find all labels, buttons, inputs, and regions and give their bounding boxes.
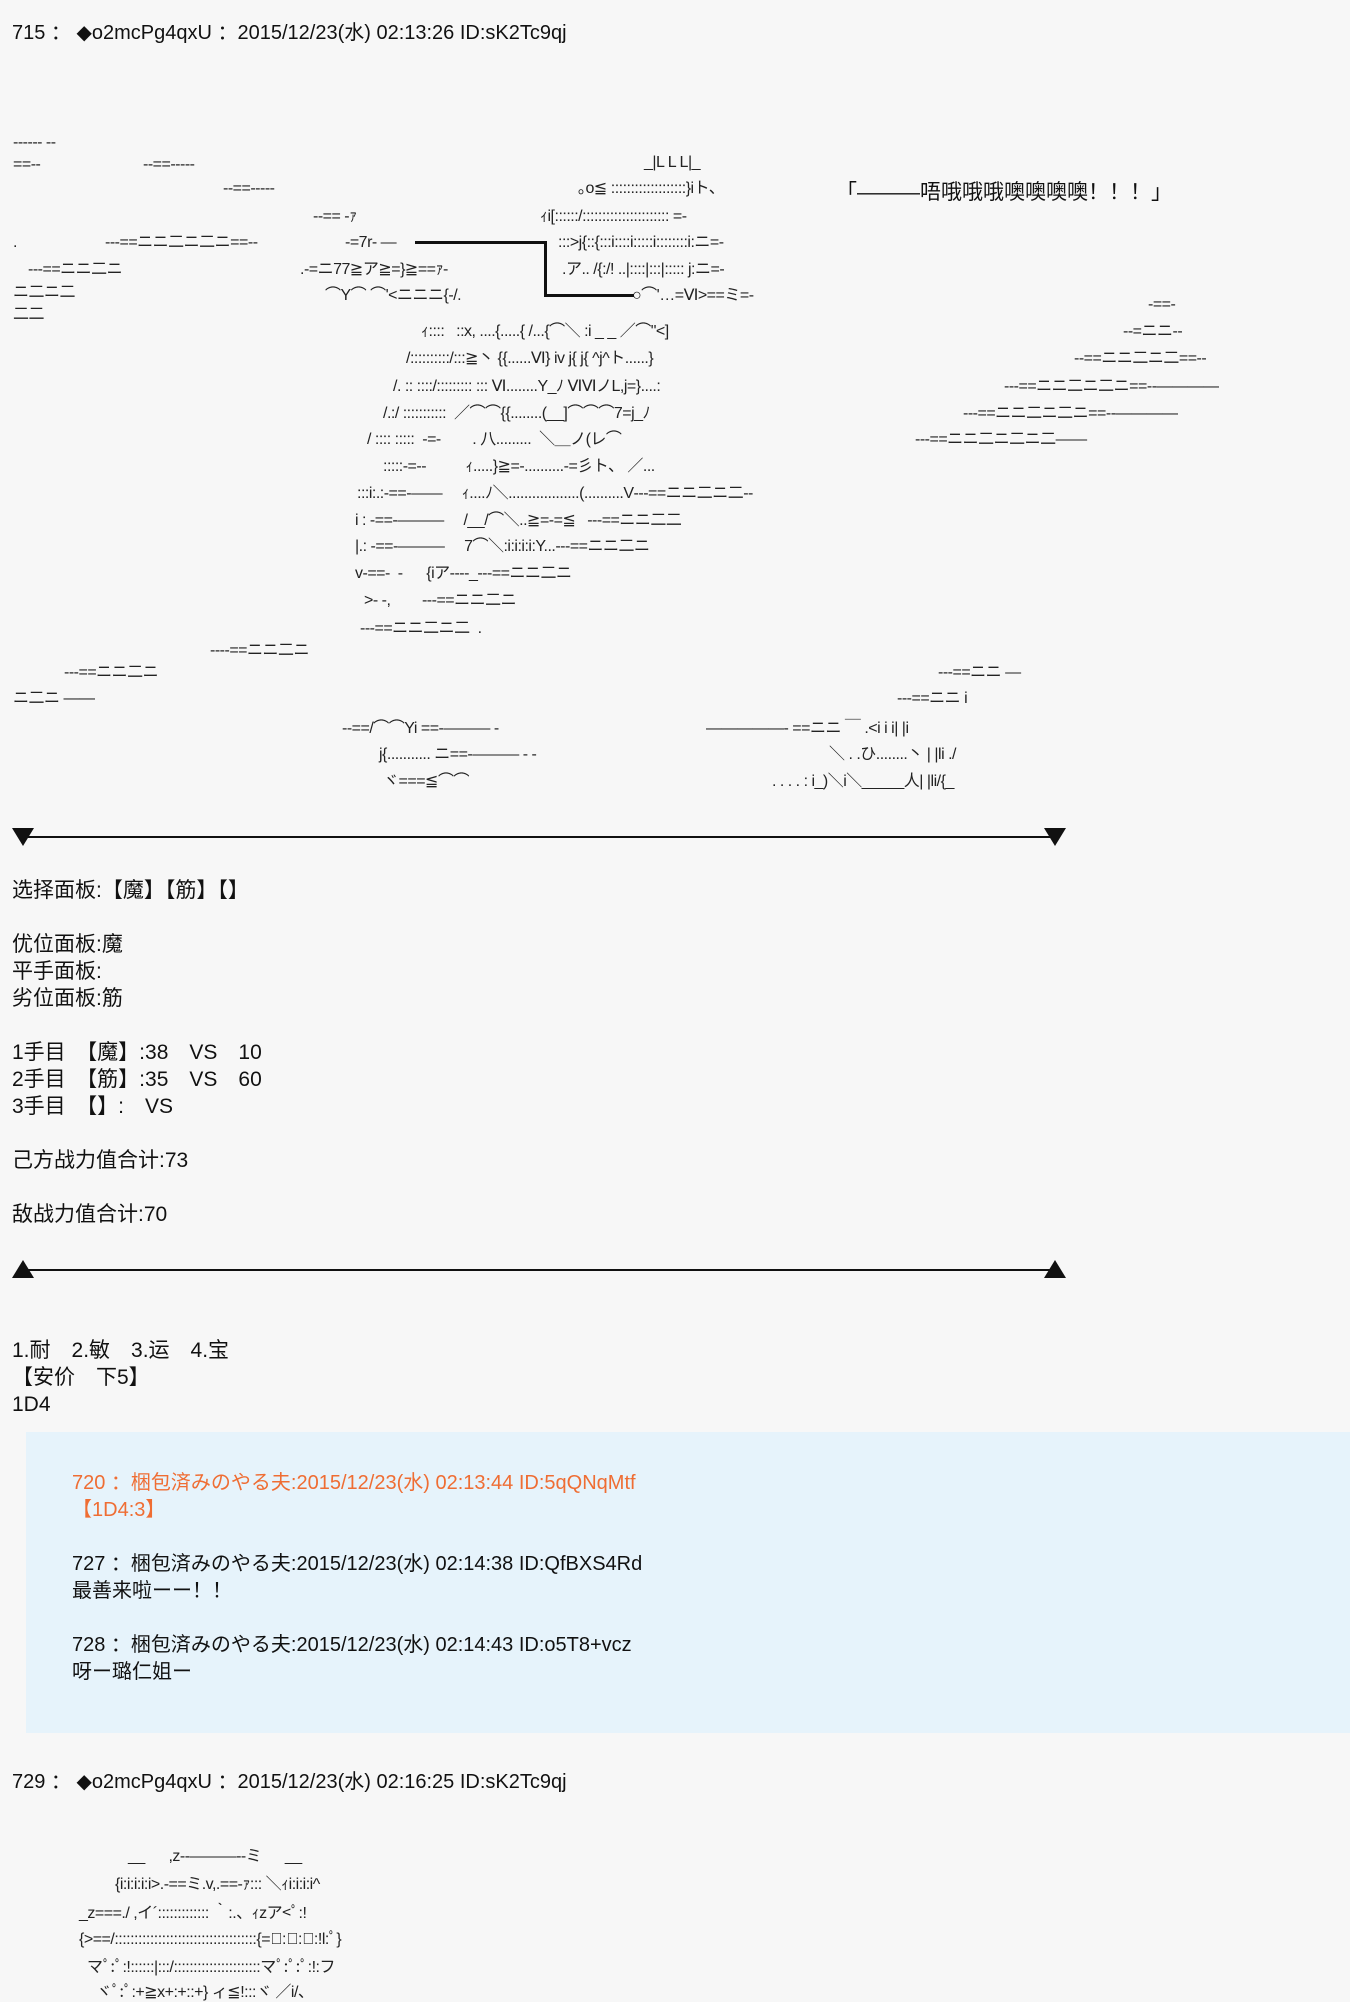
ascii-art-line: マﾟ:ﾟ:!::::::|:::/::::::::::::::::::::::マ… bbox=[87, 1959, 335, 1976]
enemy-total: 敌战力值合计:70 bbox=[12, 1203, 168, 1226]
triangle-up-icon bbox=[12, 1260, 34, 1278]
ascii-art-line: j{........... ニ==‐――― ‐ ‐ bbox=[379, 746, 537, 763]
ascii-art-line: ‐‐‐==ニニ二ニ bbox=[64, 664, 159, 681]
divider bbox=[24, 836, 1056, 838]
ascii-art-line: ‐‐‐==ニニ二ニ二ニ==‐‐ bbox=[105, 234, 258, 251]
art-frame-line bbox=[544, 294, 634, 297]
ascii-art-line: ―――――‐ ==ニニ ￣ .<i i i| |i bbox=[706, 720, 909, 737]
select-panel: 选择面板:【魔】【筋】【】 bbox=[12, 879, 249, 902]
ascii-art-line: __ ,z‐‐―――‐‐ミ __ bbox=[128, 1848, 302, 1865]
ascii-art-line: ‐‐‐==ニニ二ニ二 . bbox=[360, 620, 482, 637]
art-frame-line bbox=[544, 241, 547, 297]
ascii-art-line: 二二 bbox=[13, 306, 45, 323]
ascii-art-line: ＼ . .ひ........丶 | |li ./ bbox=[829, 746, 957, 763]
ascii-art-line: ‐‐‐==ニニ ― bbox=[938, 664, 1021, 681]
round-3: 3手目 【】: VS bbox=[12, 1095, 174, 1118]
post-729-header: 729 ： ◆o2mcPg4qxU ：2015/12/23(水) 02:16:2… bbox=[12, 1771, 567, 1793]
ascii-art-line: ニ二ニ二 bbox=[13, 284, 76, 301]
ascii-art-line: /.:/ ::::::::::: ／⌒⌒{{........(__]⌒⌒⌒7=j… bbox=[383, 405, 651, 422]
superior-panel: 优位面板:魔 bbox=[12, 933, 123, 956]
ascii-art-line: ⌒Y⌒ ⌒'<ニニニ{‐/. bbox=[325, 287, 462, 304]
shout-text: 「―――唔哦哦哦噢噢噢噢！！！」 bbox=[836, 181, 1172, 204]
ascii-art-line: ‐‐==ニニ二ニ二==‐‐ bbox=[1074, 350, 1207, 367]
ascii-art-line: ‐‐==/⌒⌒Yi ==‐――― ‐ bbox=[342, 720, 499, 737]
ascii-art-line: _z===./ ,イ´::::::::::::: ｀:.、ｨzア<ﾟ:! bbox=[79, 1905, 307, 1922]
reply-box bbox=[26, 1432, 1350, 1733]
ascii-art-line: ニ二ニ ―― bbox=[13, 690, 95, 707]
triangle-down-icon bbox=[12, 828, 34, 846]
round-1: 1手目 【魔】:38 VS 10 bbox=[12, 1041, 262, 1064]
ascii-art-line: v‐==‐ ‐ {iア‐‐‐‐_‐‐‐==ニニ二ニ bbox=[355, 565, 572, 582]
ascii-art-line: / :::: ::::: ‐=‐ . 八......... ＼＿ノ(レ⌒ bbox=[367, 431, 622, 448]
reply-720-body: 【1D4:3】 bbox=[72, 1499, 166, 1521]
triangle-up-icon bbox=[1044, 1260, 1066, 1278]
ascii-art-line: ‐‐‐==ニニ二ニ bbox=[28, 261, 123, 278]
ascii-art-line: ==‐‐ bbox=[13, 156, 41, 173]
ascii-art-line: ‐=7r‐ ― bbox=[345, 234, 397, 251]
ascii-art-line: {>==/:::::::::::::::::::::::::::::::::::… bbox=[79, 1931, 342, 1948]
own-total: 己方战力值合计:73 bbox=[12, 1149, 189, 1172]
ascii-art-line: :::::‐=‐‐ ｨ.....}≧=‐..........‐=彡ト、 ／... bbox=[383, 458, 655, 475]
ascii-art-line: :::i:.:‐==‐―― ｨ....ﾉ＼..................(… bbox=[357, 485, 753, 502]
ascii-art-line: ‐‐‐‐‐‐ ‐‐ bbox=[13, 134, 56, 151]
ascii-art-line: |.: ‐==‐――― 7⌒＼:i:i:i:i:Y...‐‐‐==ニニ二ニ bbox=[355, 538, 650, 555]
ascii-art-line: . . . . : i_)＼i＼_____人| |li/{_ bbox=[772, 773, 954, 790]
ascii-art-line: .‐=ニ77≧ア≧=}≧==ｧ‐ bbox=[300, 261, 448, 278]
ascii-art-line: i : ‐==‐――― /__/⌒＼..≧=‐=≦ ‐‐‐==ニニ二二 bbox=[355, 512, 682, 529]
ascii-art-line: /. :: ::::/::::::::: ::: Ⅵ........Y_ﾉ ⅥⅥ… bbox=[393, 378, 661, 395]
ascii-art-line: ｡o≦ :::::::::::::::::::}iト、 bbox=[578, 180, 725, 197]
ascii-art-line: /::::::::::/:::≧丶 {{......Ⅵ} iv j{ j{ ^j… bbox=[406, 350, 654, 367]
ascii-art-line: ‐‐‐==ニニ二ニ二ニ==‐‐―――― bbox=[1004, 378, 1219, 395]
inferior-panel: 劣位面板:筋 bbox=[12, 987, 123, 1010]
reply-728-body: 呀ー璐仁姐ー bbox=[72, 1661, 192, 1683]
ascii-art-line: ‐‐‐==ニニ i bbox=[897, 690, 968, 707]
reply-720-header: 720 ：梱包済みのやる夫:2015/12/23(水) 02:13:44 ID:… bbox=[72, 1472, 636, 1494]
round-2: 2手目 【筋】:35 VS 60 bbox=[12, 1068, 262, 1091]
reply-728-header: 728 ：梱包済みのやる夫:2015/12/23(水) 02:14:43 ID:… bbox=[72, 1634, 632, 1656]
ascii-art-line: ‐‐‐==ニニ二ニ二ニ二―― bbox=[915, 431, 1087, 448]
ascii-art-line: :::>j{::{:::i::::i:::::i::::::::i:ニ=‐ bbox=[558, 234, 724, 251]
ascii-art-line: ‐==‐ bbox=[1148, 296, 1176, 313]
anka-line: 【安价 下5】 bbox=[12, 1366, 150, 1389]
ascii-art-line: ｨ:::: ::x, ....{.....{ /...{⌒＼ :i _ _ ／⌒… bbox=[421, 323, 669, 340]
post-715-header: 715 ： ◆o2mcPg4qxU ：2015/12/23(水) 02:13:2… bbox=[12, 22, 567, 44]
ascii-art-line: {i:i:i:i:i>.‐==ミ.v,.==‐ｧ::: ＼ｨi:i:i:i^ bbox=[115, 1876, 320, 1893]
ascii-art-line: ‐‐‐==ニニ二ニ二ニ==‐‐―――― bbox=[963, 405, 1178, 422]
ascii-art-line: ヾﾟ:ﾟ:+≧x+:+::+} ィ≦!:::ヾ ／i/、 bbox=[96, 1984, 314, 2001]
divider bbox=[24, 1269, 1056, 1271]
ascii-art-line: ‐‐==‐‐‐‐‐ bbox=[223, 180, 275, 197]
ascii-art-line: ○⌒'…=Ⅵ>==ミ=‐ bbox=[632, 287, 754, 304]
reply-727-body: 最善来啦ーー！！ bbox=[72, 1580, 232, 1602]
ascii-art-line: ‐‐=ニニ‐‐ bbox=[1123, 323, 1183, 340]
ascii-art-line: ヾ===≦⌒⌒ bbox=[383, 773, 469, 790]
options-line: 1.耐 2.敏 3.运 4.宝 bbox=[12, 1339, 230, 1362]
ascii-art-line: _|L L L|_ bbox=[644, 154, 701, 171]
even-panel: 平手面板: bbox=[12, 960, 102, 983]
reply-727-header: 727 ：梱包済みのやる夫:2015/12/23(水) 02:14:38 ID:… bbox=[72, 1553, 643, 1575]
art-frame-line bbox=[415, 241, 547, 244]
ascii-art-line: ‐‐==‐‐‐‐‐ bbox=[143, 156, 195, 173]
triangle-down-icon bbox=[1044, 828, 1066, 846]
dice-line: 1D4 bbox=[12, 1393, 51, 1416]
ascii-art-line: .ア.. /{:/! ..|::::|:::|::::: j:ニ=‐ bbox=[562, 261, 725, 278]
ascii-art-line: ‐‐== ‐ｧ bbox=[313, 208, 357, 225]
ascii-art-line: ｨi[::::::/:::::::::::::::::::::: =‐ bbox=[540, 208, 687, 225]
ascii-art-line: . bbox=[13, 234, 17, 251]
ascii-art-line: >‐ ‐, ‐‐‐==ニニ二ニ bbox=[364, 592, 517, 609]
ascii-art-line: ‐‐‐‐==ニニ二ニ bbox=[210, 642, 310, 659]
